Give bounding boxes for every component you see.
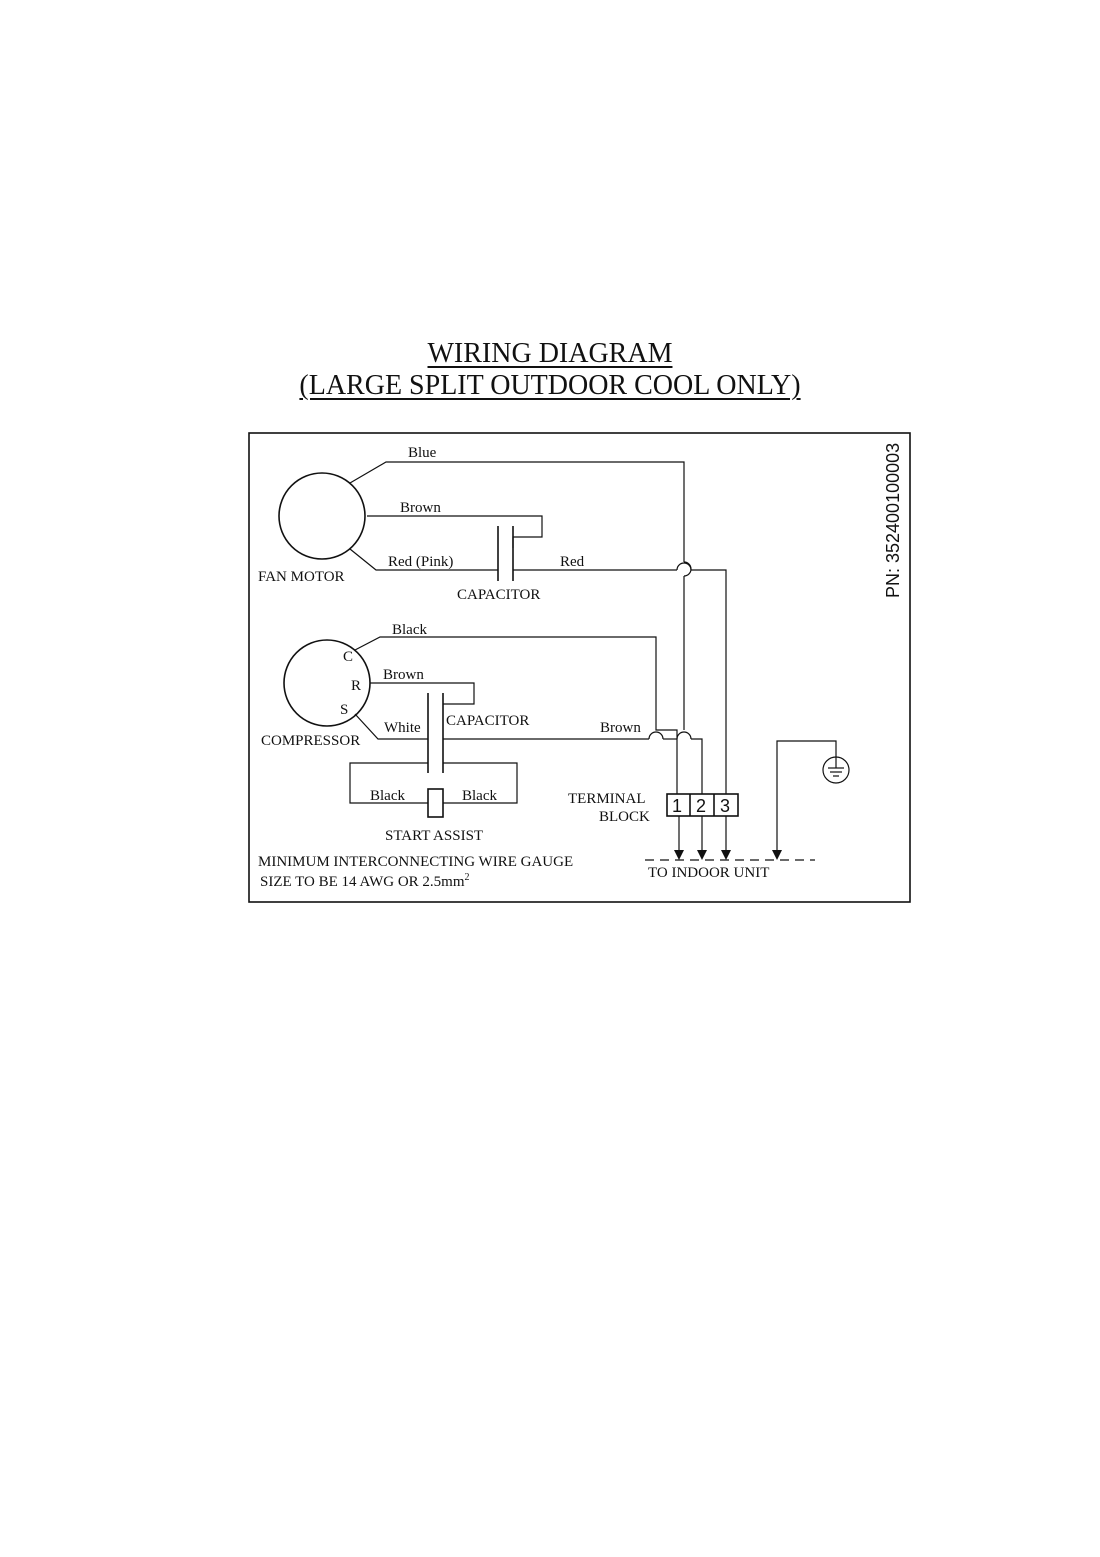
brown-wire-hop-1 xyxy=(649,732,663,739)
arrow-down-icon xyxy=(674,850,684,860)
brown-wire-hop-2 xyxy=(677,732,691,739)
terminal-3: 3 xyxy=(720,796,730,816)
start-assist-label: START ASSIST xyxy=(385,828,483,844)
terminal-block-label-line2: BLOCK xyxy=(599,809,650,825)
fan-capacitor-label: CAPACITOR xyxy=(457,587,540,603)
compressor-label: COMPRESSOR xyxy=(261,733,360,749)
brown-wire-down xyxy=(691,739,702,794)
fan-motor-symbol xyxy=(279,473,365,559)
terminal-1: 1 xyxy=(672,796,682,816)
wire-gauge-note-line1: MINIMUM INTERCONNECTING WIRE GAUGE xyxy=(258,854,573,870)
compressor-brown-wire-label: Brown xyxy=(383,667,424,683)
fan-brown-wire xyxy=(367,516,542,548)
compressor-terminal-r: R xyxy=(351,678,361,694)
arrow-down-icon xyxy=(697,850,707,860)
fan-brown-wire-label: Brown xyxy=(400,500,441,516)
part-number: PN: 352400100003 xyxy=(883,443,903,598)
start-assist-right-wire-label: Black xyxy=(462,788,497,804)
diagram-frame xyxy=(249,433,910,902)
compressor-capacitor-label: CAPACITOR xyxy=(446,713,529,729)
ground-wire xyxy=(777,741,836,852)
terminal-block-label-line1: TERMINAL xyxy=(568,791,646,807)
arrow-down-icon xyxy=(721,850,731,860)
fan-motor-label: FAN MOTOR xyxy=(258,569,345,585)
red-wire-down xyxy=(691,570,726,794)
terminal-2: 2 xyxy=(696,796,706,816)
to-indoor-unit-label: TO INDOOR UNIT xyxy=(648,865,769,881)
compressor-terminal-s: S xyxy=(340,702,348,718)
start-assist-symbol xyxy=(428,789,443,817)
wire-gauge-note-line2: SIZE TO BE 14 AWG OR 2.5mm2 xyxy=(260,872,470,890)
red-wire-label: Red xyxy=(560,554,585,570)
red-pink-wire-label: Red (Pink) xyxy=(388,554,453,570)
compressor-black-wire-label: Black xyxy=(392,622,427,638)
ground-icon xyxy=(823,757,849,783)
arrow-down-icon xyxy=(772,850,782,860)
compressor-brown-wire xyxy=(370,683,474,704)
compressor-brown-out-wire-label: Brown xyxy=(600,720,641,736)
blue-wire-label: Blue xyxy=(408,445,437,461)
white-wire-label: White xyxy=(384,720,421,736)
start-assist-left-wire-label: Black xyxy=(370,788,405,804)
compressor-terminal-c: C xyxy=(343,649,353,665)
